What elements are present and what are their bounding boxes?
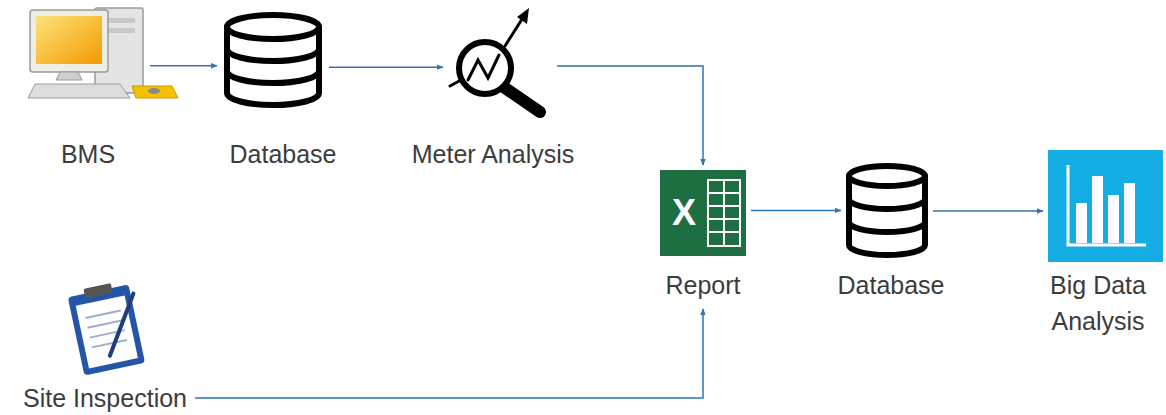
clipboard-icon	[67, 279, 148, 376]
spreadsheet-icon	[660, 170, 746, 256]
bar-chart-icon	[1048, 150, 1163, 262]
chart-node: Big Data Analysis	[1048, 150, 1163, 262]
magnifier-icon	[450, 8, 540, 112]
flow-arrow	[557, 66, 703, 165]
icon-area	[846, 165, 928, 257]
icon-area	[448, 5, 552, 112]
database-icon	[849, 166, 925, 255]
analysis-node: Meter Analysis	[448, 5, 552, 112]
database-icon	[227, 15, 319, 105]
node-label: Report	[665, 267, 740, 303]
database-node: Database	[222, 15, 324, 107]
logo-letter: X	[672, 195, 696, 231]
icon-area	[62, 282, 154, 374]
flow-arrow	[751, 210, 841, 212]
flow-arrow	[933, 210, 1043, 212]
computer-node: BMS	[25, 5, 145, 100]
computer-icon	[28, 8, 178, 98]
node-label: Database	[837, 267, 944, 303]
inspection-node: Site Inspection	[62, 282, 154, 374]
node-label: Meter Analysis	[412, 136, 575, 172]
database-node: Database	[846, 165, 928, 257]
flow-arrow	[150, 65, 217, 67]
node-label: Big Data Analysis	[1028, 267, 1166, 339]
node-label: Site Inspection	[23, 380, 187, 415]
node-label: Database	[229, 136, 336, 172]
flow-arrow	[329, 66, 443, 68]
icon-area	[25, 5, 145, 100]
flow-arrow	[195, 309, 703, 398]
icon-area	[1048, 150, 1163, 262]
node-label: BMS	[61, 136, 115, 172]
icon-area	[222, 15, 324, 107]
